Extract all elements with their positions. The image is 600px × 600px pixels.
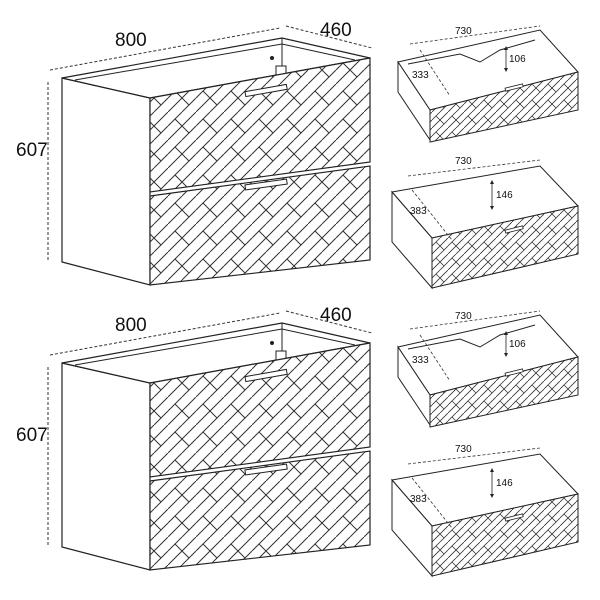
drawer-depth-line xyxy=(411,189,453,241)
screw-hole xyxy=(270,56,274,60)
cabinet-depth-label: 460 xyxy=(320,20,352,41)
drawer-drawing: 730 383 146 xyxy=(391,156,579,290)
lower-drawer-handle xyxy=(244,463,288,476)
upper-drawer-handle xyxy=(244,368,288,383)
cabinet-drawing: 800 460 607 xyxy=(16,20,373,286)
drawer-front xyxy=(429,71,579,143)
drawer-width-label: 730 xyxy=(455,26,472,37)
cabinet-width-label: 800 xyxy=(115,30,147,51)
drawer-width-label: 730 xyxy=(455,444,472,455)
drawer-handle xyxy=(504,225,524,234)
drawer-front xyxy=(429,356,579,428)
cabinet-side-panel xyxy=(61,362,151,571)
drawer-drawing: 730 333 106 xyxy=(397,310,579,428)
cabinet-side-panel xyxy=(61,77,151,286)
cabinet-drawing: 800 460 607 xyxy=(16,305,373,571)
width-dimension-line xyxy=(49,27,281,71)
drawer-width-line xyxy=(409,25,541,45)
screw-hole xyxy=(270,341,274,345)
drawer-width-line xyxy=(409,310,541,330)
drawer-front xyxy=(431,493,579,577)
cabinet-width-label: 800 xyxy=(115,315,147,336)
drawer-handle xyxy=(504,83,524,92)
upper-drawer-front xyxy=(149,57,371,193)
drawer-height-label: 106 xyxy=(509,54,526,65)
drawer-depth-label: 333 xyxy=(412,355,429,366)
drawer-width-line xyxy=(407,447,541,465)
drawer-depth-label: 333 xyxy=(412,70,429,81)
drawer-back-cutout xyxy=(407,39,536,65)
drawer-depth-label: 383 xyxy=(410,494,427,505)
drawer-depth-line xyxy=(419,334,451,382)
drawer-drawing: 730 333 106 xyxy=(397,25,579,143)
cabinet-height-label: 607 xyxy=(16,425,48,446)
drawer-handle xyxy=(504,513,524,522)
drawer-width-line xyxy=(407,159,541,177)
drawer-height-label: 146 xyxy=(496,478,513,489)
drawer-height-label: 146 xyxy=(496,190,513,201)
cabinet-depth-label: 460 xyxy=(320,305,352,326)
lower-drawer-front xyxy=(149,165,371,286)
drawer-depth-line xyxy=(411,477,453,529)
width-dimension-line xyxy=(49,312,281,356)
upper-drawer-handle xyxy=(244,83,288,98)
drawer-depth-line xyxy=(419,49,451,97)
drawer-front xyxy=(431,205,579,289)
drawer-width-label: 730 xyxy=(455,311,472,322)
drawer-handle xyxy=(504,368,524,377)
drawer-height-label: 106 xyxy=(509,339,526,350)
lower-drawer-handle xyxy=(244,178,288,191)
drawer-back-cutout xyxy=(407,324,536,350)
lower-drawer-front xyxy=(149,450,371,571)
drawer-depth-label: 383 xyxy=(410,206,427,217)
cabinet-height-label: 607 xyxy=(16,140,48,161)
drawer-width-label: 730 xyxy=(455,156,472,167)
upper-drawer-front xyxy=(149,342,371,478)
drawer-drawing: 730 383 146 xyxy=(391,444,579,578)
